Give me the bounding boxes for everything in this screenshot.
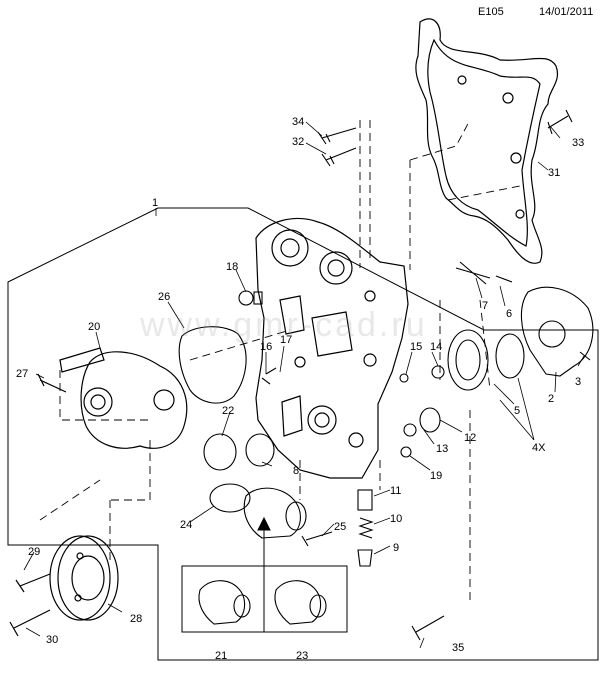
timing-cover-gasket <box>415 18 558 264</box>
callout-21: 21 <box>215 650 227 662</box>
callout-10: 10 <box>390 513 402 525</box>
callout-30: 30 <box>46 634 58 646</box>
callout-23: 23 <box>296 650 308 662</box>
oil-pump-parts <box>399 261 594 458</box>
relief-valve-parts <box>357 489 445 641</box>
pulley <box>9 535 119 637</box>
diagram-code: E105 <box>478 6 504 18</box>
callout-26: 26 <box>158 291 170 303</box>
water-pump-gasket <box>178 326 247 404</box>
assembly-boundary <box>7 207 599 661</box>
callout-28: 28 <box>130 613 142 625</box>
variant-inset <box>181 516 348 633</box>
water-pump-housing <box>37 347 188 449</box>
callout-29: 29 <box>28 546 40 558</box>
callout-31: 31 <box>548 167 560 179</box>
callout-labels: 1 2 3 4X 5 6 7 8 9 10 11 12 13 14 15 16 … <box>16 116 584 662</box>
small-fasteners <box>238 290 277 385</box>
callout-14: 14 <box>430 341 442 353</box>
callout-25: 25 <box>334 521 346 533</box>
callout-13: 13 <box>436 443 448 455</box>
callout-15: 15 <box>410 341 422 353</box>
callout-5: 5 <box>514 405 520 417</box>
callout-6: 6 <box>506 308 512 320</box>
bolts-upper <box>317 109 573 167</box>
callout-12: 12 <box>464 432 476 444</box>
callout-27: 27 <box>16 368 28 380</box>
leader-lines <box>23 121 585 649</box>
callout-7: 7 <box>482 300 488 312</box>
callout-8: 8 <box>293 465 299 477</box>
diagram-date: 14/01/2011 <box>539 6 594 18</box>
front-cover-body <box>255 217 409 479</box>
callout-18: 18 <box>226 261 238 273</box>
callout-24: 24 <box>180 519 192 531</box>
callout-11: 11 <box>390 485 401 497</box>
callout-4x: 4X <box>532 442 546 454</box>
callout-3: 3 <box>575 376 581 388</box>
callout-35: 35 <box>452 642 464 654</box>
callout-2: 2 <box>548 393 554 405</box>
callout-17: 17 <box>280 334 292 346</box>
callout-9: 9 <box>393 542 399 554</box>
assembly-lines <box>39 119 521 600</box>
callout-1: 1 <box>152 197 158 209</box>
watermark: www.gmr-cad.ru <box>140 306 428 344</box>
seal-rings <box>203 433 275 513</box>
thermostat-variants <box>198 580 327 625</box>
callout-19: 19 <box>430 470 442 482</box>
callout-20: 20 <box>88 321 100 333</box>
callout-16: 16 <box>260 341 272 353</box>
callout-32: 32 <box>292 136 304 148</box>
thermostat <box>243 487 333 547</box>
callout-33: 33 <box>572 137 584 149</box>
callout-34: 34 <box>292 116 304 128</box>
callout-22: 22 <box>222 405 234 417</box>
